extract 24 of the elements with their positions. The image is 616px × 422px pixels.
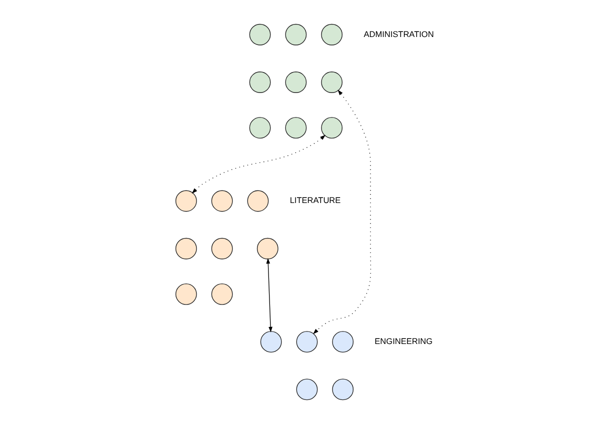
arrow bbox=[192, 134, 326, 194]
node-circle bbox=[175, 283, 197, 305]
node-circle bbox=[321, 72, 343, 93]
node-circle bbox=[332, 378, 354, 400]
node-circle bbox=[256, 238, 278, 260]
node-circle bbox=[175, 238, 197, 260]
node-circle bbox=[296, 378, 318, 400]
node-circle bbox=[175, 190, 197, 212]
node-circle bbox=[296, 331, 318, 353]
node-circle bbox=[211, 238, 233, 260]
node-circle bbox=[285, 24, 307, 46]
node-circle bbox=[332, 331, 354, 353]
node-circle bbox=[260, 331, 282, 353]
node-circle bbox=[285, 72, 307, 93]
node-circle bbox=[249, 72, 271, 93]
node-circle bbox=[211, 283, 233, 305]
arrow bbox=[266, 258, 272, 332]
node-circle bbox=[321, 24, 343, 46]
node-circle bbox=[249, 24, 271, 46]
node-circle bbox=[247, 190, 269, 212]
arrow bbox=[313, 90, 372, 334]
node-circle bbox=[285, 117, 307, 139]
node-circle bbox=[211, 190, 233, 212]
node-circle bbox=[249, 117, 271, 139]
